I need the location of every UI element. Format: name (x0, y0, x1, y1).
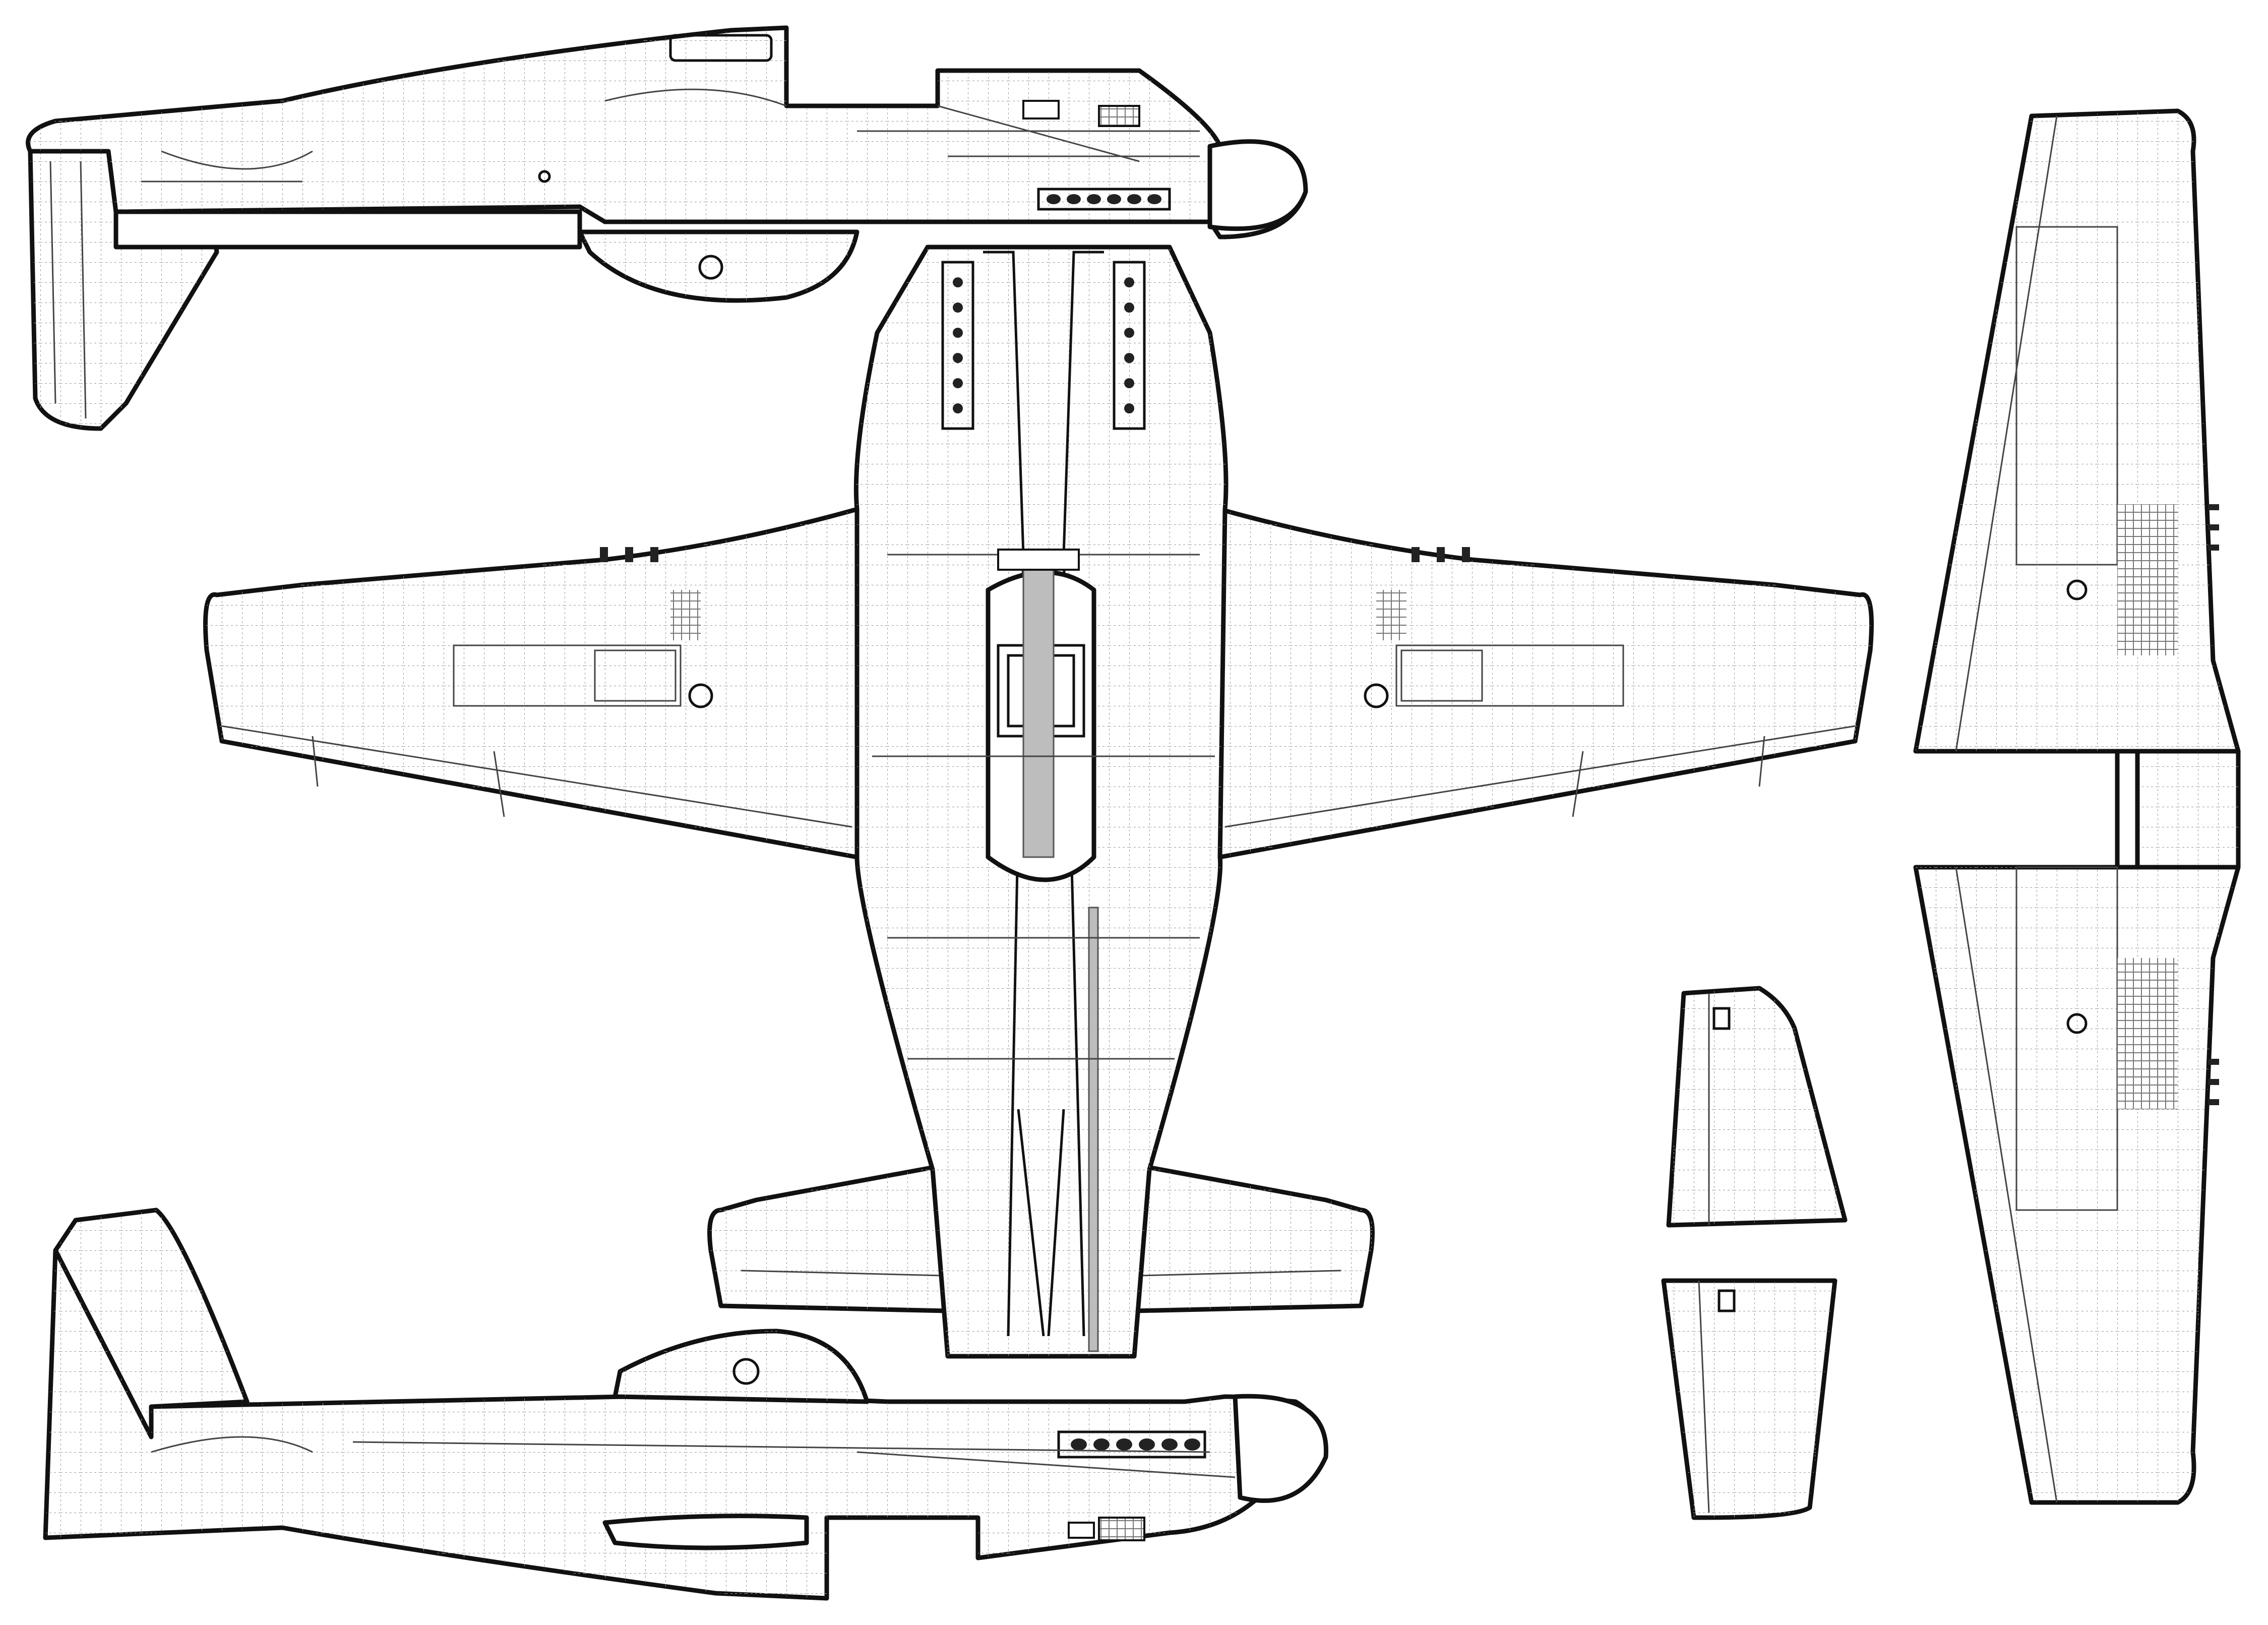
side-view-top (26, 25, 1308, 431)
wing-view (1913, 108, 2241, 1505)
plan-view (203, 245, 1874, 1359)
side-view-bottom (43, 1208, 1328, 1601)
fin-view (1661, 986, 1848, 1520)
